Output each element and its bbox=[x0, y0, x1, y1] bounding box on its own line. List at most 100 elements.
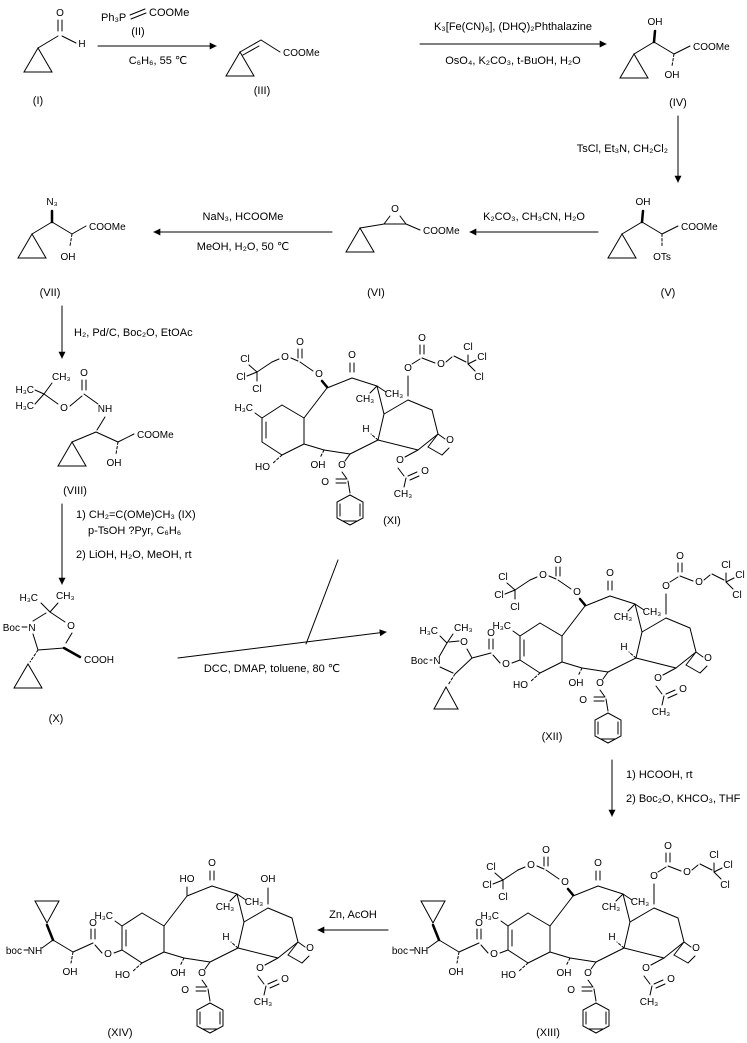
methyl-label: H₃C bbox=[19, 593, 38, 604]
methyl-label: H₃C bbox=[15, 401, 34, 412]
reagent-ylide: Ph₃P bbox=[101, 12, 126, 24]
ester-label: COOMe bbox=[89, 222, 126, 233]
compound-vi: O COOMe (VI) bbox=[345, 204, 460, 299]
carbonyl-o-label: O bbox=[487, 628, 495, 639]
compound-label-i: (I) bbox=[33, 95, 43, 107]
ester-label: COOMe bbox=[693, 42, 730, 53]
compound-label-vi: (VI) bbox=[367, 287, 385, 299]
cyclopropyl-ring bbox=[57, 441, 87, 467]
reagent-wittig-conditions: C₆H₆, 55 ℃ bbox=[129, 55, 188, 67]
hydroxyl-label: OH bbox=[107, 458, 122, 469]
ring-n-label: N bbox=[28, 623, 35, 634]
acid-label: COOH bbox=[84, 655, 114, 666]
compound-label-xiii: (XIII) bbox=[536, 1027, 560, 1039]
ester-label: COOMe bbox=[423, 226, 460, 237]
hydroxyl-label: HO bbox=[180, 874, 195, 885]
methyl-label: CH₃ bbox=[56, 591, 75, 602]
amide-nh-label: NH bbox=[98, 404, 112, 415]
reagent-epoxide: K₂CO₃, CH₃CN, H₂O bbox=[483, 211, 585, 223]
cyclopropyl-ring bbox=[23, 47, 53, 73]
cyclopropyl-ring bbox=[619, 53, 649, 79]
step-hydrogenation: H₂, Pd/C, Boc₂O, EtOAc bbox=[58, 305, 193, 359]
azide-label: N₃ bbox=[46, 197, 57, 208]
compound-label-vii: (VII) bbox=[40, 287, 61, 299]
compound-xiv: HO OH bbox=[4, 857, 315, 1034]
ester-o-label: O bbox=[60, 403, 68, 414]
reagent-oxazolidine-2: p-TsOH ?Pyr, C₆H₆ bbox=[88, 525, 181, 537]
reagent-oxazolidine-3: 2) LiOH, H₂O, MeOH, rt bbox=[76, 549, 192, 561]
compound-v: OH COOMe OTs (V) bbox=[607, 197, 718, 299]
reagent-coupling: DCC, DMAP, toluene, 80 ℃ bbox=[204, 663, 340, 675]
compound-x: O N Boc H₃C CH₃ COOH (X) bbox=[3, 591, 114, 725]
step-dihydroxylation: K₃[Fe(CN)₆], (DHQ)₂Phthalazine OsO₄, K₂C… bbox=[419, 21, 607, 67]
cyclopropyl-ring bbox=[433, 685, 459, 710]
cyclopropyl-ring bbox=[13, 663, 43, 689]
compound-label-xi: (XI) bbox=[383, 515, 401, 527]
step-wittig: Ph₃P COOMe (II) C₆H₆, 55 ℃ bbox=[97, 7, 217, 67]
step-coupling: DCC, DMAP, toluene, 80 ℃ bbox=[177, 559, 387, 675]
hydroxyl-label: OH bbox=[61, 252, 76, 263]
hydroxyl-label: OH bbox=[636, 197, 651, 208]
methyl-label: CH₃ bbox=[52, 372, 71, 383]
coupling-branch-line bbox=[305, 559, 339, 645]
reagent-ylide-ester: COOMe bbox=[149, 7, 189, 19]
reagent-azide-2: MeOH, H₂O, 50 ℃ bbox=[197, 241, 289, 253]
reagent-detroc: Zn, AcOH bbox=[329, 909, 377, 921]
ester-label: COOMe bbox=[681, 222, 718, 233]
reagent-exchange-1: 1) HCOOH, rt bbox=[626, 769, 693, 781]
reagent-tosylation: TsCl, Et₃N, CH₂Cl₂ bbox=[577, 143, 668, 155]
compound-label-iv: (IV) bbox=[669, 97, 687, 109]
step-oxazolidine: 1) CH₂=C(OMe)CH₃ (IX) p-TsOH ?Pyr, C₆H₆ … bbox=[58, 503, 196, 585]
compound-label-xiv: (XIV) bbox=[107, 1027, 132, 1039]
compound-iv: OH COOMe OH (IV) bbox=[619, 17, 730, 109]
ester-o-label: O bbox=[502, 659, 510, 670]
hydroxyl-label: OH bbox=[665, 70, 680, 81]
free-hydroxyls: HO OH bbox=[180, 874, 276, 905]
compound-iii: COOMe (III) bbox=[225, 39, 320, 97]
reagent-azide-1: NaN₃, HCOOMe bbox=[203, 211, 284, 223]
step-epoxide-formation: K₂CO₃, CH₃CN, H₂O bbox=[469, 211, 599, 236]
cyclopropyl-ring bbox=[225, 51, 255, 77]
oxazolidine-sidechain: O O O N Boc H₃C CH₃ bbox=[411, 623, 521, 710]
compound-vii: N₃ COOMe OH (VII) bbox=[17, 197, 126, 299]
compound-xiii bbox=[390, 840, 734, 1034]
ring-o-label: O bbox=[67, 621, 75, 632]
boc-label: Boc bbox=[3, 623, 20, 634]
ring-n-label: N bbox=[433, 656, 440, 667]
step-tosylation: TsCl, Et₃N, CH₂Cl₂ bbox=[577, 115, 682, 183]
cyclopropyl-ring bbox=[17, 233, 47, 259]
step-exchange: 1) HCOOH, rt 2) Boc₂O, KHCO₃, THF bbox=[608, 759, 741, 817]
compound-label-v: (V) bbox=[661, 287, 676, 299]
epoxide-o-label: O bbox=[391, 204, 399, 215]
compound-label-iii: (III) bbox=[254, 85, 271, 97]
tosylate-label: OTs bbox=[653, 252, 671, 263]
cyclopropyl-ring bbox=[607, 233, 637, 259]
reagent-hydrogenation: H₂, Pd/C, Boc₂O, EtOAc bbox=[74, 327, 193, 339]
reagent-dihydroxylation-2: OsO₄, K₂CO₃, t-BuOH, H₂O bbox=[445, 55, 581, 67]
reagent-exchange-2: 2) Boc₂O, KHCO₃, THF bbox=[626, 793, 741, 805]
boc-label: Boc bbox=[411, 656, 428, 667]
step-detroc: Zn, AcOH bbox=[317, 909, 389, 934]
reagent-dihydroxylation-1: K₃[Fe(CN)₆], (DHQ)₂Phthalazine bbox=[434, 21, 592, 33]
hydroxyl-label: OH bbox=[261, 874, 276, 885]
cyclopropyl-ring bbox=[345, 227, 375, 253]
compound-label-xii: (XII) bbox=[542, 731, 563, 743]
aldehyde-h-label: H bbox=[78, 39, 85, 50]
ester-label: COOMe bbox=[283, 48, 320, 59]
carbonyl-o-label: O bbox=[80, 368, 88, 379]
ester-label: COOMe bbox=[137, 430, 174, 441]
compound-label-viii: (VIII) bbox=[63, 485, 87, 497]
methyl-label: H₃C bbox=[419, 626, 438, 637]
reaction-arrow bbox=[177, 629, 387, 659]
reagent-oxazolidine-1: 1) CH₂=C(OMe)CH₃ (IX) bbox=[76, 509, 196, 521]
compound-i: O H (I) bbox=[23, 8, 86, 107]
step-azide-opening: NaN₃, HCOOMe MeOH, H₂O, 50 ℃ bbox=[153, 211, 333, 253]
aldehyde-o-label: O bbox=[56, 8, 64, 19]
compound-label-ii: (II) bbox=[131, 26, 144, 38]
compound-xii: O O O N Boc H₃C CH₃ bbox=[411, 550, 746, 744]
ring-o-label: O bbox=[460, 637, 468, 648]
compound-label-x: (X) bbox=[49, 713, 64, 725]
methyl-label: CH₃ bbox=[454, 623, 473, 634]
